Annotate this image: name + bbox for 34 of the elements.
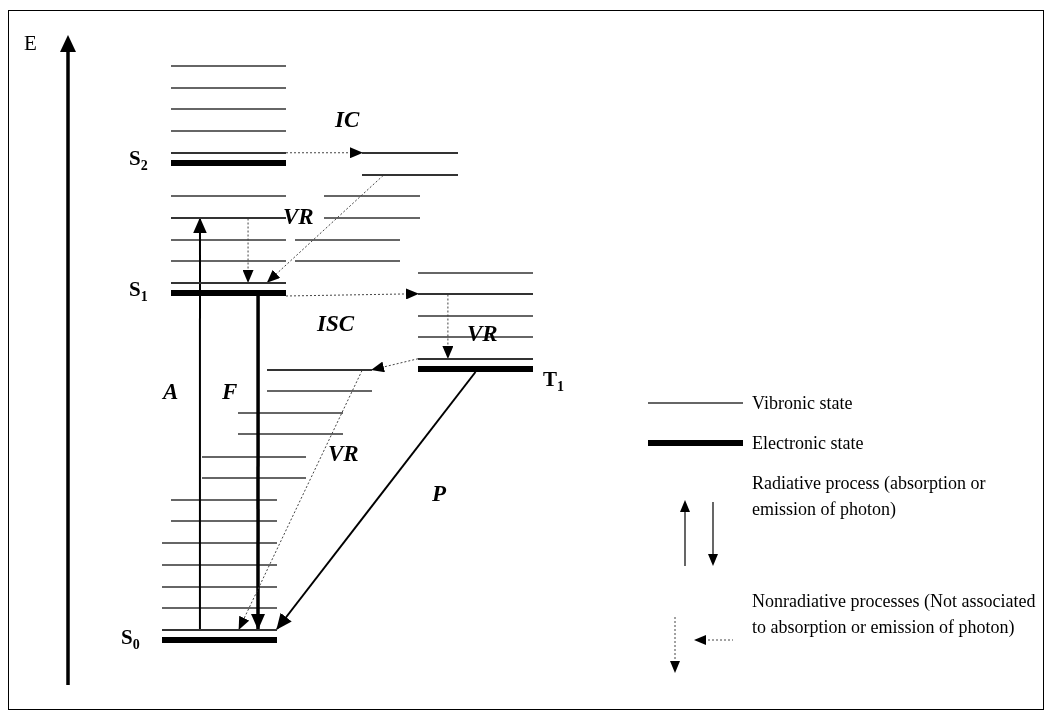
vibronic-level-line bbox=[267, 369, 372, 371]
edge-label: IC bbox=[335, 108, 360, 131]
state-label: T$_{1}$ bbox=[543, 369, 564, 394]
arrow bbox=[285, 147, 363, 159]
arrow bbox=[238, 370, 363, 630]
arrow bbox=[193, 217, 207, 630]
edge-label: VR bbox=[328, 442, 359, 465]
state-label: S$_{0}$ bbox=[121, 627, 140, 652]
legend-text: Radiative process (absorption or emission of photon) bbox=[752, 472, 987, 521]
state-label: S$_{1}$ bbox=[129, 279, 148, 304]
edge-label: F bbox=[222, 380, 238, 403]
vibronic-level-line bbox=[362, 152, 458, 154]
legend-text: Electronic state bbox=[752, 432, 865, 455]
edge-label: VR bbox=[283, 205, 314, 228]
state-label: S$_{2}$ bbox=[129, 148, 148, 173]
vibronic-level-line bbox=[171, 282, 286, 284]
axis-label: E bbox=[24, 33, 37, 54]
arrow bbox=[442, 294, 454, 359]
vibronic-level-line bbox=[418, 293, 533, 295]
arrow bbox=[371, 358, 419, 373]
arrow bbox=[266, 175, 384, 283]
legend-text: Vibronic state bbox=[752, 392, 854, 415]
vibronic-level-line bbox=[418, 358, 533, 360]
vibronic-level-line bbox=[162, 629, 277, 631]
arrow bbox=[285, 288, 419, 300]
edge-label: A bbox=[163, 380, 179, 403]
arrow bbox=[251, 296, 266, 630]
vibronic-level-line bbox=[171, 217, 286, 219]
legend-text: Nonradiative processes (Not associated to absorption or emission of photon) bbox=[752, 590, 1037, 639]
edge-label: ISC bbox=[317, 312, 355, 335]
vibronic-level-line bbox=[171, 152, 286, 154]
edge-label: P bbox=[432, 482, 447, 505]
vibronic-level-line bbox=[362, 174, 458, 176]
arrow bbox=[242, 218, 254, 283]
